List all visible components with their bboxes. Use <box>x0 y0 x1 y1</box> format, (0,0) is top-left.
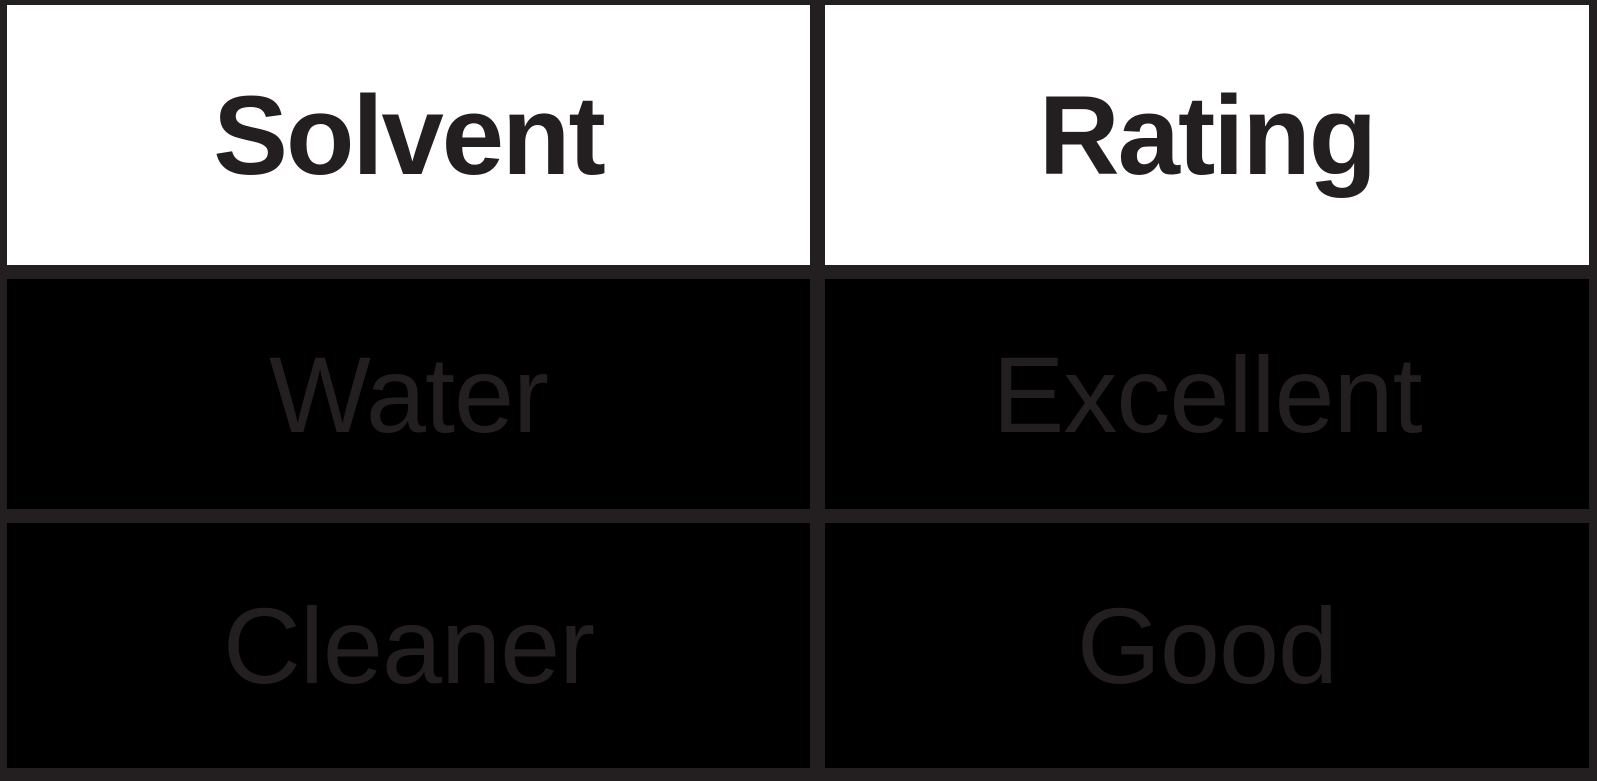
cell-row2-rating: Good <box>825 523 1589 768</box>
cell-row1-solvent: Water <box>7 279 810 509</box>
cell-row2-solvent: Cleaner <box>7 523 810 768</box>
header-cell-rating: Rating <box>825 5 1589 265</box>
header-cell-solvent: Solvent <box>7 5 810 265</box>
cell-row1-rating: Excellent <box>825 279 1589 509</box>
